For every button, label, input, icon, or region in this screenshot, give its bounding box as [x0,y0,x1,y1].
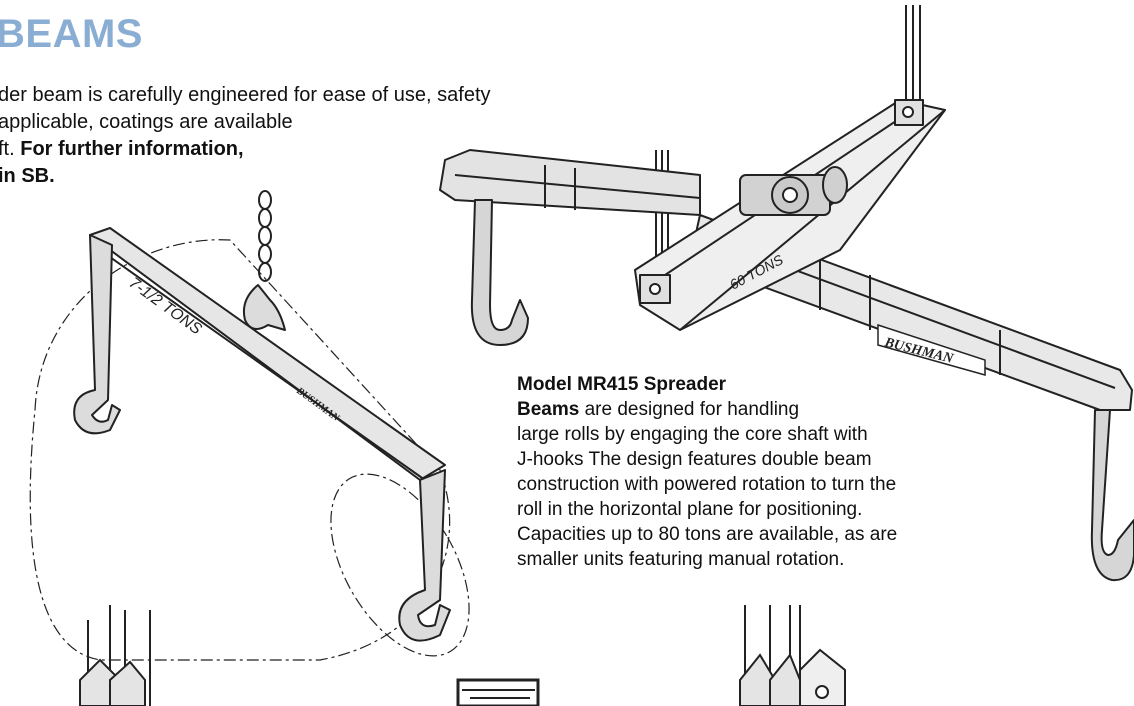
caption-line-7: Capacities up to 80 tons are available, … [517,524,898,545]
intro-line-3-bold: For further information, [20,138,244,160]
caption-title: Model MR415 Spreader [517,372,987,397]
caption-title-bold: Model MR415 Spreader [517,374,727,395]
large-spreader-beam-illustration [439,5,1134,582]
intro-paragraph: der beam is carefully engineered for eas… [0,82,698,190]
caption-line-4: J-hooks The design features double beam [517,449,872,470]
caption-line-8: smaller units featuring manual rotation. [517,549,845,570]
intro-line-2: applicable, coatings are available [0,111,293,133]
caption-line-3: large rolls by engaging the core shaft w… [517,424,868,445]
caption-line-5: construction with powered rotation to tu… [517,474,897,495]
caption-beams-bold: Beams [517,399,580,420]
small-spreader-beam-illustration [29,190,470,661]
caption-line-2-rest: are designed for handling [579,399,800,420]
page-heading: BEAMS [0,12,143,56]
intro-line-1: der beam is carefully engineered for eas… [0,84,491,106]
intro-line-4: in SB. [0,163,698,190]
caption-line-2: Beams are designed for handling [517,397,987,422]
intro-line-3-plain: ft. [0,138,21,160]
intro-line-3: ft. For further information, [0,136,698,163]
caption-line-6: roll in the horizontal plane for positio… [517,499,863,520]
intro-line-4-bold: in SB. [0,165,55,187]
model-caption: Model MR415 Spreader Beams are designed … [517,372,987,572]
bottom-rigging-blocks [79,605,846,706]
